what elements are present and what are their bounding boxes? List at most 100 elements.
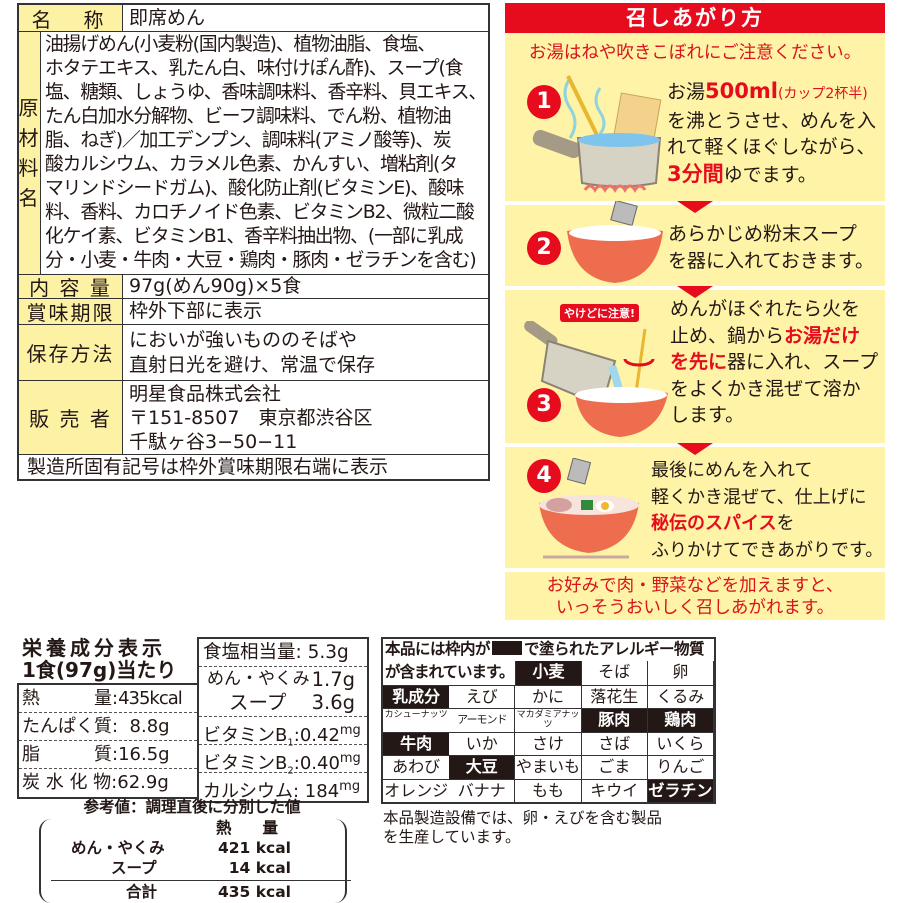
step-text-2: あらかじめ粉末スープ を器に入れておきます。	[668, 221, 874, 274]
allergen-cell: 落花生	[581, 684, 648, 708]
step-text-4: 最後にめんを入れて 軽くかき混ぜて、仕上げに 秘伝のスパイスを ふりかけてできあ…	[651, 458, 883, 564]
step-text: あらかじめ粉末スープ	[668, 223, 857, 245]
step-text: します。	[670, 404, 745, 426]
reference-total-label: 合計	[126, 883, 158, 901]
arrow-down-icon	[677, 201, 713, 213]
nutrient-label: スープ	[229, 691, 287, 714]
row-content: 内 容 量 97g(めん90g)×5食	[19, 275, 488, 300]
step-text: れて軽くほぐしながら、	[667, 136, 876, 158]
allergen-cell: さば	[581, 731, 648, 755]
step-text: 最後にめんを入れて	[651, 460, 813, 481]
allergen-cell: 乳成分	[383, 684, 450, 708]
nutrient-value: 435kcal	[118, 688, 183, 709]
reference-total-value: 435 kcal	[217, 883, 291, 901]
preparation-panel: 召しあがり方 お湯はねや吹きこぼれにご注意ください。 1 お湯500ml(カップ…	[505, 3, 885, 620]
ingredient-line: 脂、ねぎ)／加工デンプン、調味料(アミノ酸等)、炭	[45, 130, 452, 151]
nutrient-value: 8.8g	[118, 716, 170, 737]
allergen-cell: ごま	[581, 755, 648, 779]
ingredient-line: たん白加水分解物、ビーフ調味料、でん粉、植物油	[45, 106, 452, 127]
ingredient-line: 酸カルシウム、カラメル色素、かんすい、増粘剤(タ	[45, 154, 458, 175]
nutrition-carbs: 炭 水 化 物:62.9g	[22, 772, 169, 793]
allergen-cell: バナナ	[449, 778, 516, 802]
value-name: 即席めん	[129, 7, 206, 29]
water-amount: 500ml	[705, 79, 778, 103]
allergen-cell: そば	[582, 661, 648, 685]
step-text: を	[776, 513, 795, 534]
step-text: ふりかけてできあがりです。	[651, 539, 884, 561]
cup-amount: (カップ2杯半)	[777, 86, 868, 102]
allergen-cell: えび	[449, 684, 516, 708]
allergen-cell: あわび	[383, 755, 450, 779]
nutrient-value: 16.5g	[118, 744, 170, 765]
step-number-1: 1	[527, 85, 561, 119]
step-text-1: お湯500ml(カップ2杯半) を沸とうさせ、めんを入 れて軽くほぐしながら、 …	[667, 78, 876, 188]
allergen-cell: オレンジ	[383, 778, 450, 803]
reference-title: 参考値：調理直後に分別した値	[83, 798, 301, 816]
label-char: 材	[18, 126, 41, 150]
nutrition-left-box: 熱 量:435kcal たんぱく質: 8.8g 脂 質:16.5g 炭 水 化 …	[17, 683, 197, 799]
step-text: を器に入れておきます。	[668, 249, 874, 272]
label-content: 内 容 量	[19, 275, 123, 300]
allergen-cell: さけ	[515, 731, 582, 755]
caution-text: お湯はねや吹きこぼれにご注意ください。	[528, 43, 862, 63]
allergen-cell: カシューナッツ	[383, 708, 450, 732]
step-text: をよくかき混ぜて溶か	[670, 377, 861, 400]
allergen-cell: かに	[515, 684, 582, 708]
nutrition-fat: 脂 質:16.5g	[19, 741, 197, 769]
allergen-cell: くるみ	[647, 684, 714, 708]
label-char: 料	[18, 156, 41, 180]
row-name: 名 称 即席めん	[19, 5, 488, 32]
storage-line: 直射日光を避け、常温で保存	[129, 354, 376, 376]
divider	[505, 568, 885, 572]
step-number-4: 4	[527, 459, 561, 493]
note-line: お好みで肉・野菜などを加えますと、	[546, 576, 844, 596]
unit: mg	[339, 723, 361, 738]
step-text: お湯	[667, 81, 706, 103]
divider	[51, 880, 351, 881]
step-number-3: 3	[527, 388, 561, 422]
allergen-cell: マカダミアナッツ	[515, 708, 582, 732]
allergen-header: 本品には枠内がで塗られたアレルギー物質	[383, 639, 714, 661]
arrow-down-icon	[677, 286, 713, 298]
row-expiry: 賞味期限 枠外下部に表示	[19, 299, 488, 325]
ingredient-line: ホタテエキス、乳たん白、味付けぽん酢)、スープ(食	[45, 58, 464, 79]
allergen-cell: 鶏肉	[647, 708, 714, 732]
bowl-soup-illustration	[567, 201, 663, 283]
pot-illustration	[532, 75, 662, 193]
ingredient-line: 塩、糖類、しょうゆ、香味調味料、香辛料、貝エキス、	[45, 82, 487, 103]
step-number-2: 2	[527, 231, 561, 265]
serving-suggestion: お好みで肉・野菜などを加えますと、 いっそうおいしく召しあがれます。	[505, 575, 885, 619]
step-text: めんがほぐれたら火を	[670, 298, 861, 320]
label-expiry: 賞味期限	[19, 299, 123, 325]
nutrient-label: カルシウム	[203, 781, 293, 802]
note-line: を生産しています。	[383, 828, 521, 846]
nutrition-serving: 1食(97g)当たり	[22, 658, 177, 682]
allergen-cell: いくら	[647, 731, 714, 755]
nutrient-label: 食塩相当量	[203, 642, 296, 663]
manufacturer-code-note: 製造所固有記号は枠外賞味期限右端に表示	[27, 456, 389, 478]
nutrition-heading: 栄養成分表示	[22, 636, 166, 660]
allergen-cell: 大豆	[449, 755, 516, 779]
seller-line: 明星食品株式会社	[129, 383, 282, 405]
seller-line: 〒151-8507 東京都渋谷区	[129, 407, 373, 429]
allergen-grid: が含まれています。 小麦そば卵乳成分えびかに落花生くるみカシューナッツアーモンド…	[383, 661, 714, 802]
ingredient-line: マリンドシードガム)、酸化防止剤(ビタミンE)、酸味	[45, 178, 465, 199]
nutrient-label: 炭 水 化 物	[22, 772, 112, 793]
value-seller: 明星食品株式会社 〒151-8507 東京都渋谷区 千駄ヶ谷3−50−11	[123, 381, 488, 454]
storage-line: においが強いもののそばや	[129, 329, 358, 351]
reference-label: めん・やくみ	[71, 839, 165, 857]
row-storage: 保存方法 においが強いもののそばや 直射日光を避け、常温で保存	[19, 325, 488, 381]
step-text: 器に入れ、スープ	[727, 351, 879, 373]
ingredient-line: 料、香料、カロチノイド色素、ビタミンB2、微粒二酸	[45, 202, 475, 223]
unit: mg	[339, 751, 361, 766]
nutrition-protein: たんぱく質: 8.8g	[19, 713, 197, 741]
reference-bracket: 熱 量 めん・やくみ 421 kcal スープ 14 kcal 合計 435 k…	[39, 819, 351, 903]
ramen-bowl-illustration	[539, 458, 639, 559]
nutrient-label: たんぱく質	[22, 716, 112, 737]
allergen-cell: りんご	[647, 755, 714, 779]
filled-box-legend	[492, 641, 523, 655]
allergen-cell: キウイ	[581, 778, 648, 802]
allergen-header-text: 本品には枠内が	[385, 640, 491, 658]
step-text-3: めんがほぐれたら火を 止め、鍋からお湯だけ を先に器に入れ、スープ をよくかき混…	[670, 296, 878, 429]
nutrient-value: 0.42	[299, 725, 340, 746]
